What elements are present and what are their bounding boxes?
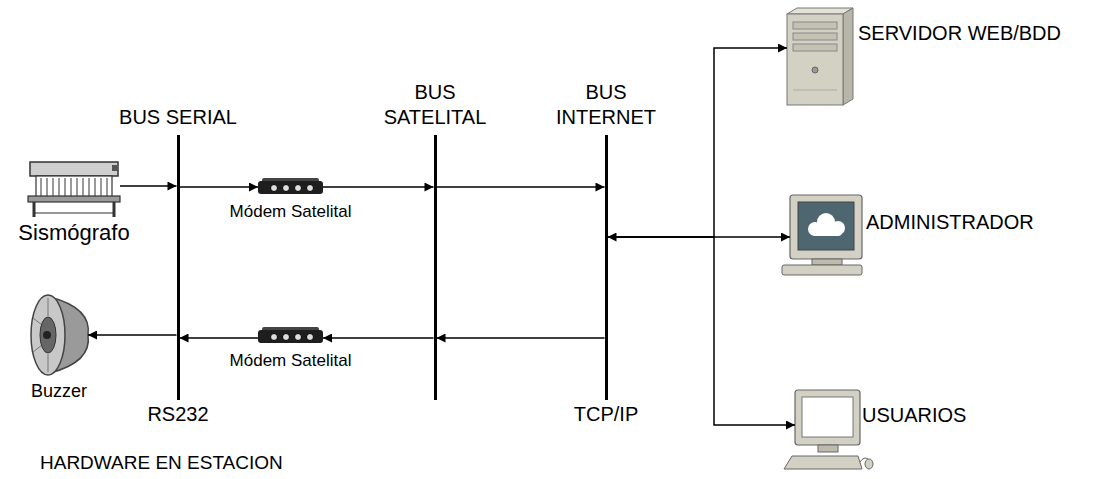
server-node: SERVIDOR WEB/BDD [787,8,853,105]
node-label: Buzzer [31,381,87,403]
connector-arrow [323,337,434,339]
node-label: ADMINISTRADOR [866,210,1034,234]
node-label: Sismógrafo [18,220,129,247]
satellite-bus: BUS SATELITAL [434,135,437,400]
node-label: BUS INTERNET [547,80,665,129]
serial-bus: BUS SERIALRS232 [177,135,180,400]
buzzer-node: Buzzer [30,295,88,375]
connector-arrow [180,186,259,188]
node-label: SERVIDOR WEB/BDD [858,21,1061,45]
protocol-label: RS232 [147,402,208,426]
station-caption: HARDWARE EN ESTACION [40,452,283,474]
connector-arrow [120,185,177,187]
modem-node: Módem Satelital [258,178,323,195]
users-node: USUARIOS [795,390,860,448]
modem-node: Módem Satelital [258,327,323,344]
user-computer-drawing [784,390,873,469]
connector-arrow [437,186,605,188]
admin-node: ADMINISTRADOR [790,195,862,260]
node-label: Módem Satelital [230,202,352,223]
seismograph-node: Sismógrafo [28,160,120,217]
modem-drawing [258,327,323,343]
seismograph-drawing [28,162,120,217]
protocol-label: TCP/IP [574,402,638,426]
buzzer-drawing [31,295,88,375]
node-label: BUS SERIAL [119,105,237,129]
connector-arrow [608,237,796,425]
connector-arrow [437,337,605,339]
modem-drawing [258,178,323,194]
admin-computer-drawing [782,195,862,275]
connector-arrow [88,334,177,336]
server-drawing [787,8,853,105]
node-label: USUARIOS [862,403,966,427]
node-label: Módem Satelital [230,351,352,372]
connector-arrow [323,186,434,188]
connector-arrow [180,337,259,339]
node-label: BUS SATELITAL [376,80,494,129]
connector-arrow [608,48,788,237]
internet-bus: BUS INTERNETTCP/IP [605,135,608,400]
